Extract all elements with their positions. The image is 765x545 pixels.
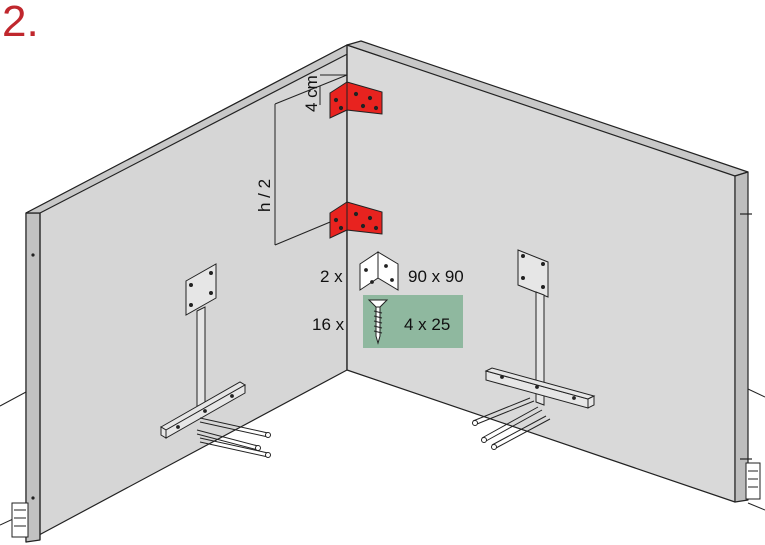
edge-bracket-left [11, 502, 29, 538]
dimension-half-height: h / 2 [255, 179, 274, 212]
bracket-size: 90 x 90 [408, 267, 464, 286]
right-stand [472, 249, 596, 450]
left-stand [160, 263, 271, 458]
wall-pins [31, 213, 752, 500]
screw-size: 4 x 25 [404, 315, 450, 334]
step-number: 2. [2, 0, 39, 46]
edge-bracket-right [745, 462, 761, 500]
red-bracket-top [329, 81, 383, 119]
screw-quantity: 16 x [312, 315, 345, 334]
screw-icon [367, 299, 389, 345]
bracket-quantity: 2 x [320, 267, 343, 286]
dimension-4cm: 4 cm [302, 75, 321, 112]
red-bracket-bottom [329, 201, 383, 239]
angle-bracket-icon [359, 251, 399, 291]
